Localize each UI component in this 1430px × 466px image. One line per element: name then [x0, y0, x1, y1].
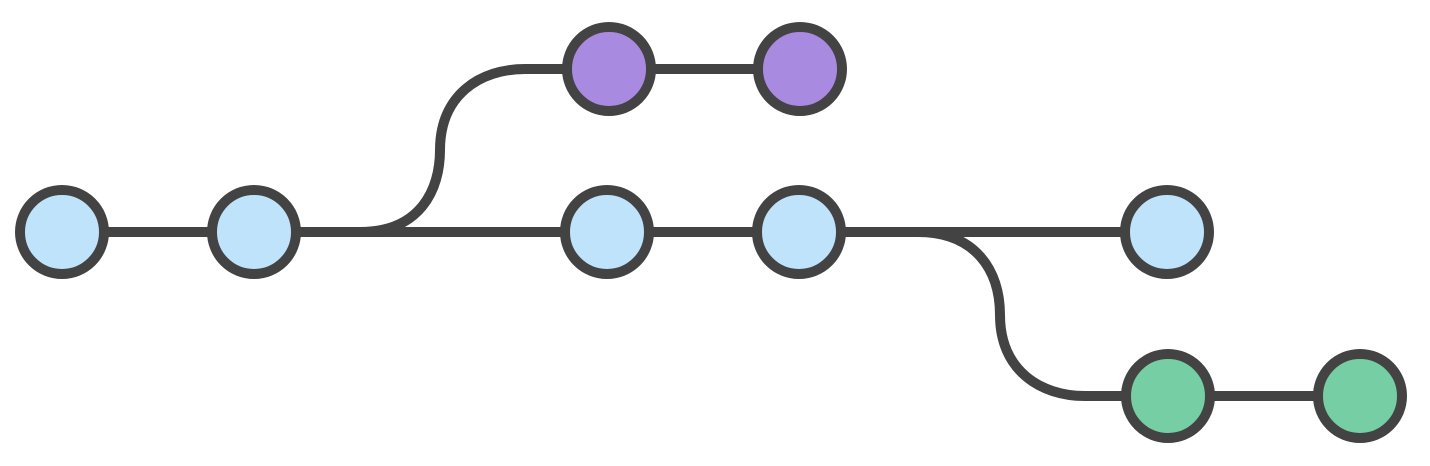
main-commit-node [15, 185, 109, 279]
feature-bottom-commit-node [1121, 349, 1215, 443]
feature-top-commit-node [562, 22, 656, 116]
feature-bottom-commit-node [1313, 349, 1407, 443]
main-commit-node [752, 185, 846, 279]
feature-top-commit-node [753, 22, 847, 116]
main-commit-node [207, 185, 301, 279]
feature-bottom-branch-line [913, 227, 1365, 401]
commit-nodes [15, 22, 1407, 443]
feature-top-branch-line [355, 64, 805, 237]
main-commit-node [1120, 185, 1214, 279]
main-commit-node [560, 185, 654, 279]
